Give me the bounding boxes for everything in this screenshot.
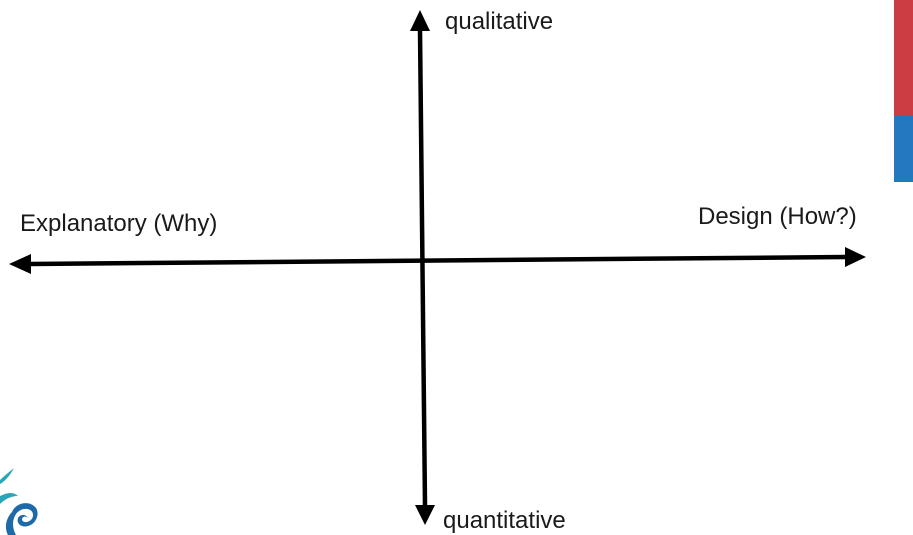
axis-label-explanatory: Explanatory (Why) [20,210,218,237]
vertical-axis-line [417,29,428,507]
arrow-up-icon [410,10,430,31]
axis-label-quantitative: quantitative [443,507,566,534]
axis-label-design: Design (How?) [698,203,857,230]
horizontal-axis-line [29,254,847,267]
swirl-logo-icon [0,468,38,535]
arrow-down-icon [415,505,435,525]
arrow-left-icon [9,254,31,274]
axis-label-qualitative: qualitative [445,8,554,35]
arrow-right-icon [845,247,866,267]
color-bar-fragment-red [894,0,913,116]
color-bar-fragment-blue [894,116,913,182]
